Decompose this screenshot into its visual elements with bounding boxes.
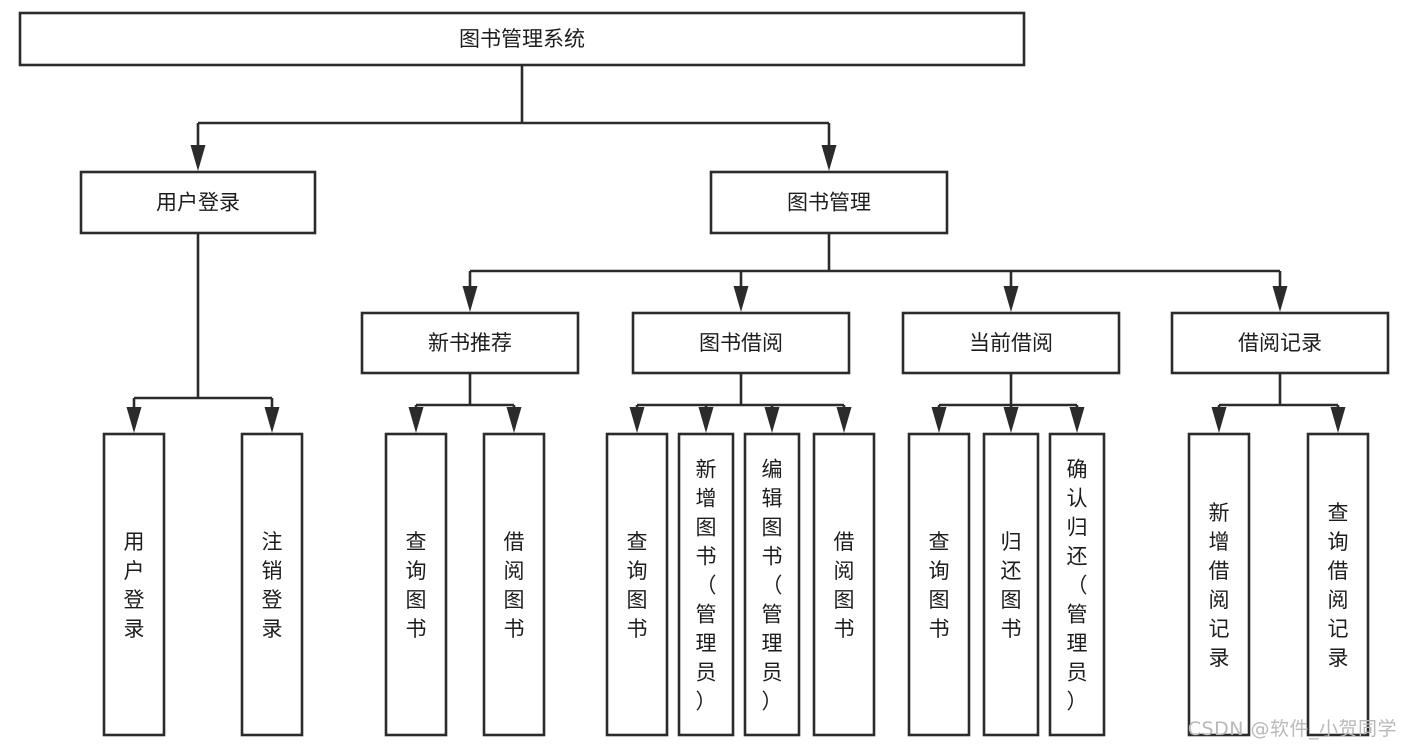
node-label: 归还图书	[1001, 530, 1022, 641]
node-book-manage[interactable]: 图书管理	[709, 170, 949, 235]
node-box	[1170, 311, 1390, 375]
node-leaf-user-logout[interactable]: 注销登录	[240, 432, 304, 737]
node-label: 注销登录	[262, 530, 283, 641]
node-label: 查询图书	[627, 530, 648, 641]
node-leaf-edit-book[interactable]: 编辑图书（管理员）	[743, 432, 801, 737]
node-label: 查询图书	[406, 530, 427, 641]
node-box	[677, 432, 735, 737]
arrow-head-icon	[931, 407, 947, 433]
node-label: 借阅图书	[504, 530, 525, 641]
node-leaf-query-book-2[interactable]: 查询图书	[605, 432, 669, 737]
node-leaf-return-book[interactable]: 归还图书	[982, 432, 1040, 737]
arrow-head-icon	[698, 407, 714, 433]
node-borrow-record[interactable]: 借阅记录	[1170, 311, 1390, 375]
node-current-borrow[interactable]: 当前借阅	[901, 311, 1121, 375]
node-leaf-confirm-return[interactable]: 确认归还（管理员）	[1048, 432, 1106, 737]
arrow-head-icon	[1069, 407, 1085, 433]
node-label: 查询图书	[929, 530, 950, 641]
arrow-head-icon	[264, 407, 280, 433]
node-label: 新增借阅记录	[1209, 501, 1230, 670]
node-label: 图书管理系统	[459, 27, 585, 51]
node-layer: 图书管理系统用户登录图书管理新书推荐图书借阅当前借阅借阅记录用户登录注销登录查询…	[18, 11, 1390, 737]
arrow-head-icon	[1003, 407, 1019, 433]
node-leaf-borrow-book-2[interactable]: 借阅图书	[812, 432, 876, 737]
node-label: 图书借阅	[699, 331, 783, 355]
node-box	[482, 432, 546, 737]
node-leaf-query-book-3[interactable]: 查询图书	[907, 432, 971, 737]
node-label: 编辑图书（管理员）	[762, 458, 783, 714]
node-label: 借阅图书	[834, 530, 855, 641]
node-box	[743, 432, 801, 737]
arrow-head-icon	[506, 407, 522, 433]
node-new-book-rec[interactable]: 新书推荐	[360, 311, 580, 375]
node-label: 新书推荐	[428, 331, 512, 355]
arrow-head-icon	[1003, 286, 1019, 312]
arrow-head-icon	[821, 145, 837, 171]
node-box	[360, 311, 580, 375]
node-label: 查询借阅记录	[1328, 501, 1349, 670]
node-label: 用户登录	[156, 191, 240, 215]
arrow-head-icon	[1330, 407, 1346, 433]
node-box	[1306, 432, 1370, 737]
node-box	[384, 432, 448, 737]
arrow-head-icon	[126, 407, 142, 433]
node-leaf-borrow-book-1[interactable]: 借阅图书	[482, 432, 546, 737]
arrow-head-icon	[629, 407, 645, 433]
arrow-head-icon	[1272, 286, 1288, 312]
node-label: 新增图书（管理员）	[696, 458, 717, 714]
arrow-head-icon	[408, 407, 424, 433]
node-box	[240, 432, 304, 737]
arrow-head-icon	[1211, 407, 1227, 433]
node-user-login[interactable]: 用户登录	[79, 170, 317, 235]
node-box	[1187, 432, 1251, 737]
arrow-head-icon	[764, 407, 780, 433]
node-box	[631, 311, 851, 375]
node-label: 图书管理	[787, 191, 871, 215]
connector-layer	[126, 65, 1346, 433]
arrow-head-icon	[836, 407, 852, 433]
node-box	[79, 170, 317, 235]
node-box	[709, 170, 949, 235]
node-box	[605, 432, 669, 737]
node-box	[18, 11, 1026, 67]
node-label: 确认归还（管理员）	[1067, 458, 1088, 714]
arrow-head-icon	[190, 145, 206, 171]
arrow-head-icon	[462, 286, 478, 312]
node-leaf-user-login[interactable]: 用户登录	[102, 432, 166, 737]
node-label: 当前借阅	[969, 331, 1053, 355]
node-box	[102, 432, 166, 737]
node-leaf-query-record[interactable]: 查询借阅记录	[1306, 432, 1370, 737]
node-book-borrow[interactable]: 图书借阅	[631, 311, 851, 375]
node-label: 借阅记录	[1238, 331, 1322, 355]
node-box	[907, 432, 971, 737]
node-leaf-query-book-1[interactable]: 查询图书	[384, 432, 448, 737]
node-box	[982, 432, 1040, 737]
node-label: 用户登录	[124, 530, 145, 641]
node-root[interactable]: 图书管理系统	[18, 11, 1026, 67]
node-leaf-add-record[interactable]: 新增借阅记录	[1187, 432, 1251, 737]
arrow-head-icon	[733, 286, 749, 312]
node-leaf-add-book[interactable]: 新增图书（管理员）	[677, 432, 735, 737]
node-box	[1048, 432, 1106, 737]
node-box	[901, 311, 1121, 375]
node-box	[812, 432, 876, 737]
